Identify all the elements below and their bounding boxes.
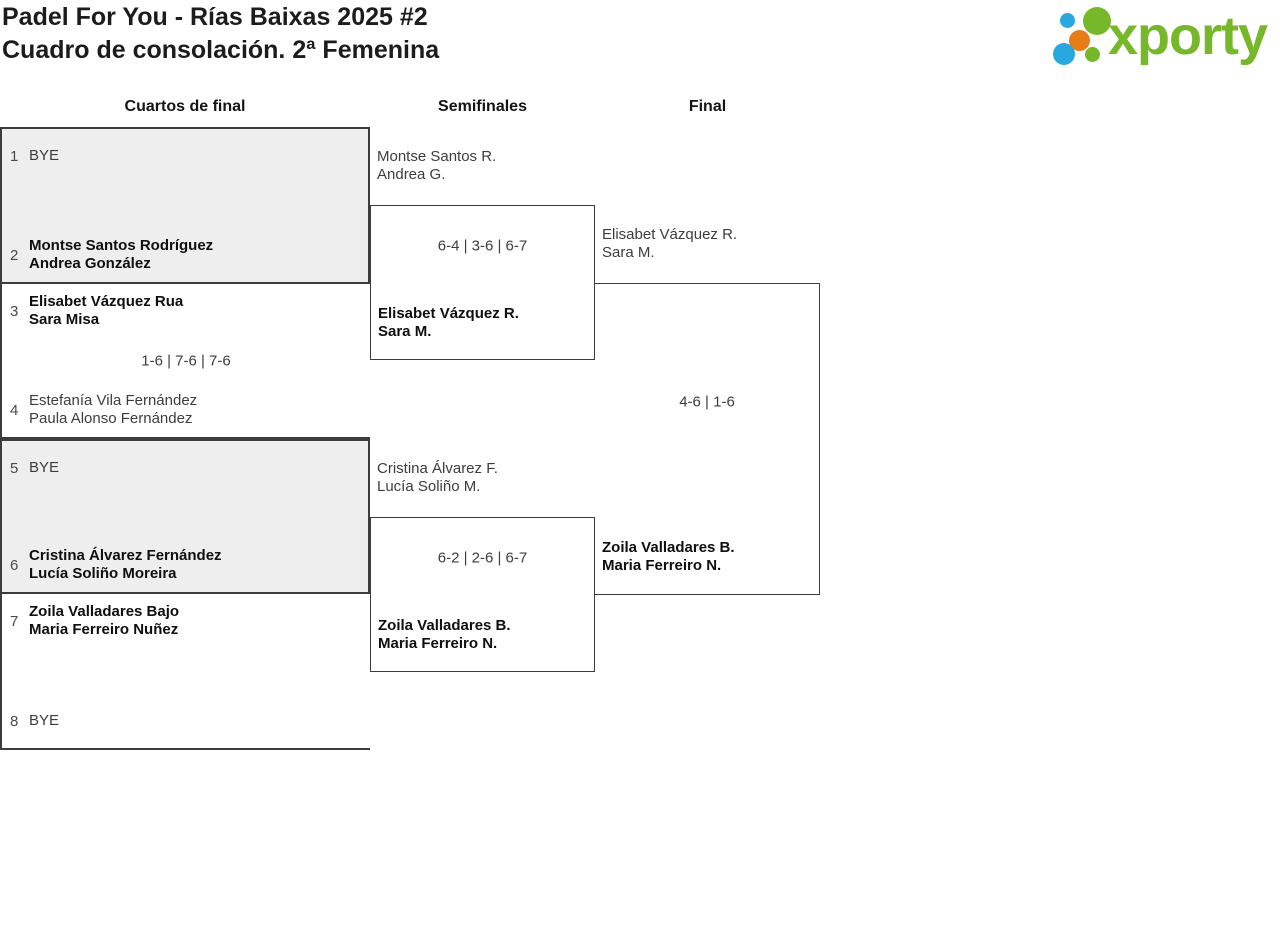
sf-match-1: 6-4 | 3-6 | 6-7 Elisabet Vázquez R. Sara… [370,205,595,360]
player-name: Maria Ferreiro N. [378,635,498,652]
round-header-quarterfinals: Cuartos de final [124,98,246,115]
round-header-semifinals: Semifinales [438,98,527,115]
player-name: Estefanía Vila Fernández [29,392,198,409]
team-names: Zoila Valladares Bajo Maria Ferreiro Nuñ… [29,603,179,639]
player-name: Maria Ferreiro Nuñez [29,621,179,638]
match-winner: Zoila Valladares B. Maria Ferreiro N. [378,617,511,653]
logo-dot-icon [1053,43,1075,65]
qf-match-1: 1 BYE 2 Montse Santos Rodríguez Andrea G… [0,127,370,284]
round-header-final: Final [688,98,727,115]
team-names: Estefanía Vila Fernández Paula Alonso Fe… [29,392,197,428]
player-name: Elisabet Vázquez R. [378,305,519,322]
team-names: BYE [29,147,59,165]
seed-number: 6 [10,556,19,574]
player-name: Sara M. [378,323,432,340]
seed-number: 8 [10,712,19,730]
page-title: Padel For You - Rías Baixas 2025 #2 Cuad… [2,1,439,67]
team-slot-6: 6 Cristina Álvarez Fernández Lucía Soliñ… [10,547,222,583]
player-name: Maria Ferreiro N. [602,557,722,574]
player-name: BYE [29,147,60,164]
player-name: Zoila Valladares B. [602,539,735,556]
seed-number: 1 [10,147,19,165]
team-slot-2: 2 Montse Santos Rodríguez Andrea Gonzále… [10,237,213,273]
team-slot-5: 5 BYE [10,459,59,477]
seed-number: 4 [10,401,19,419]
match-score: 4-6 | 1-6 [679,393,735,411]
player-name: Zoila Valladares B. [378,617,511,634]
sf1-entrant: Montse Santos R. Andrea G. [377,148,496,184]
seed-number: 3 [10,302,19,320]
match-score: 1-6 | 7-6 | 7-6 [141,352,231,369]
seed-number: 7 [10,612,19,630]
player-name: Andrea G. [377,166,446,183]
player-name: BYE [29,712,60,729]
player-name: Sara M. [602,244,655,261]
bracket-subtitle: Cuadro de consolación. 2ª Femenina [2,36,440,64]
sf2-entrant: Cristina Álvarez F. Lucía Soliño M. [377,460,498,496]
team-names: Elisabet Vázquez Rua Sara Misa [29,293,183,329]
logo-wordmark: xporty [1108,6,1268,66]
player-name: Paula Alonso Fernández [29,410,193,427]
match-winner: Zoila Valladares B. Maria Ferreiro N. [602,539,735,575]
player-name: Zoila Valladares Bajo [29,603,180,620]
team-names: Montse Santos Rodríguez Andrea González [29,237,213,273]
player-name: Cristina Álvarez F. [377,460,498,477]
qf-match-3: 5 BYE 6 Cristina Álvarez Fernández Lucía… [0,439,370,594]
player-name: Sara Misa [29,311,100,328]
team-slot-1: 1 BYE [10,147,59,165]
logo-dot-icon [1083,7,1111,35]
team-slot-3: 3 Elisabet Vázquez Rua Sara Misa [10,293,183,329]
team-names: BYE [29,459,59,477]
final-match: 4-6 | 1-6 Zoila Valladares B. Maria Ferr… [595,283,820,595]
player-name: Montse Santos Rodríguez [29,237,214,254]
logo-dot-icon [1069,30,1090,51]
logo-dot-icon [1085,47,1100,62]
player-name: Lucía Soliño M. [377,478,481,495]
match-score: 6-4 | 3-6 | 6-7 [437,237,528,255]
team-names: BYE [29,712,59,730]
qf-match-4: 7 Zoila Valladares Bajo Maria Ferreiro N… [0,594,370,750]
seed-number: 2 [10,246,19,264]
player-name: Cristina Álvarez Fernández [29,547,222,564]
team-slot-8: 8 BYE [10,712,59,730]
player-name: Lucía Soliño Moreira [29,565,177,582]
team-names: Cristina Álvarez Fernández Lucía Soliño … [29,547,222,583]
team-slot-7: 7 Zoila Valladares Bajo Maria Ferreiro N… [10,603,179,639]
player-name: Elisabet Vázquez Rua [29,293,184,310]
player-name: Andrea González [29,255,151,272]
player-name: Elisabet Vázquez R. [602,226,738,243]
qf-match-2: 3 Elisabet Vázquez Rua Sara Misa 1-6 | 7… [0,284,370,439]
match-winner: Elisabet Vázquez R. Sara M. [378,305,519,341]
final-entrant: Elisabet Vázquez R. Sara M. [602,226,737,262]
player-name: Montse Santos R. [377,148,497,165]
tournament-name: Padel For You - Rías Baixas 2025 #2 [2,3,428,31]
team-slot-4: 4 Estefanía Vila Fernández Paula Alonso … [10,392,197,428]
logo-dot-icon [1060,13,1075,28]
sf-match-2: 6-2 | 2-6 | 6-7 Zoila Valladares B. Mari… [370,517,595,672]
player-name: BYE [29,459,60,476]
match-score: 6-2 | 2-6 | 6-7 [437,549,528,567]
seed-number: 5 [10,459,19,477]
